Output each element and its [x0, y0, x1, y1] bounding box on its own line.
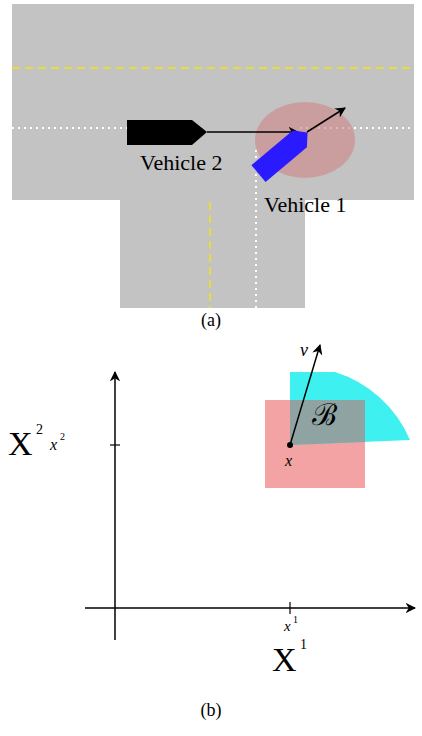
set-label: ℬ: [312, 398, 337, 433]
point-label: x: [285, 452, 292, 470]
superscript: 2: [36, 422, 43, 438]
center-line: [12, 67, 414, 69]
superscript: 1: [300, 637, 307, 653]
state-point: [287, 442, 293, 448]
axis-tick: [289, 602, 290, 614]
road-horizontal: [12, 4, 414, 200]
tick-label: x: [50, 436, 57, 454]
superscript: 1: [293, 614, 298, 626]
velocity-arrow: [207, 131, 298, 133]
lane-line: [255, 150, 257, 308]
vehicle-shape: [251, 124, 314, 182]
axis-label: X: [272, 640, 297, 679]
vehicle-body: [251, 124, 314, 182]
axis: [114, 372, 116, 640]
panel-label: (b): [201, 700, 222, 721]
axis: [85, 607, 415, 609]
tick-label: x: [284, 618, 291, 635]
velocity-arrow: [307, 108, 345, 132]
center-line: [209, 202, 211, 308]
panel-label: (a): [201, 310, 221, 331]
vehicle-label: Vehicle 2: [140, 150, 222, 175]
lane-line: [12, 127, 130, 129]
superscript: 2: [60, 431, 65, 443]
vehicle-shape: [127, 120, 207, 145]
axis-label: X: [8, 424, 33, 463]
vector-label: v: [300, 340, 308, 361]
axis-tick: [110, 444, 120, 445]
vehicle-label: Vehicle 1: [264, 192, 346, 217]
